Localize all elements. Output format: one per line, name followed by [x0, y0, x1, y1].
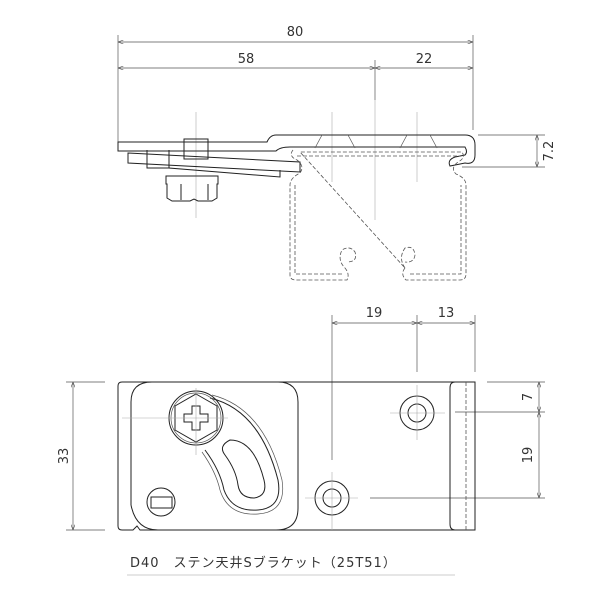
- bottom-view: 19 13 33 7 19: [57, 306, 545, 531]
- nut-icon: [165, 175, 219, 202]
- rail-hook-right: [401, 246, 416, 269]
- dim-height-top: 7.2: [542, 141, 557, 162]
- dim-right-span: 22: [416, 52, 433, 67]
- mount-hole-upper: [390, 385, 445, 440]
- top-dimension-lines: [117, 35, 545, 168]
- drawing-title: D40 ステン天井Sブラケット（25T51）: [130, 555, 397, 571]
- flange-edge: [449, 381, 456, 531]
- bracket-body-outline: [117, 381, 476, 531]
- washer-plate: [146, 150, 281, 178]
- centerlines-top: [195, 100, 418, 220]
- mount-hole-lower: [305, 472, 358, 530]
- top-view: 80 58 22 7.2: [117, 25, 557, 281]
- rail-channel: [289, 149, 467, 281]
- rail-inner: [294, 155, 462, 275]
- dim-hole-spacing-x: 19: [366, 306, 383, 321]
- dim-edge-offset-x: 13: [438, 306, 455, 321]
- adjust-plate-side: [127, 152, 301, 173]
- tab-lock-icon: [146, 487, 176, 517]
- dim-left-span: 58: [238, 52, 255, 67]
- dim-overall-width: 80: [287, 25, 304, 40]
- dim-hole-spacing-y: 19: [521, 447, 536, 464]
- dim-height-bottom: 33: [57, 448, 72, 465]
- bottom-dimension-lines: [66, 315, 545, 531]
- adjust-slot: [201, 394, 284, 515]
- dim-top-offset: 7: [521, 393, 536, 401]
- raised-pad: [130, 381, 299, 531]
- bracket-plate-side: [117, 134, 476, 167]
- bolt-head-side: [183, 138, 209, 160]
